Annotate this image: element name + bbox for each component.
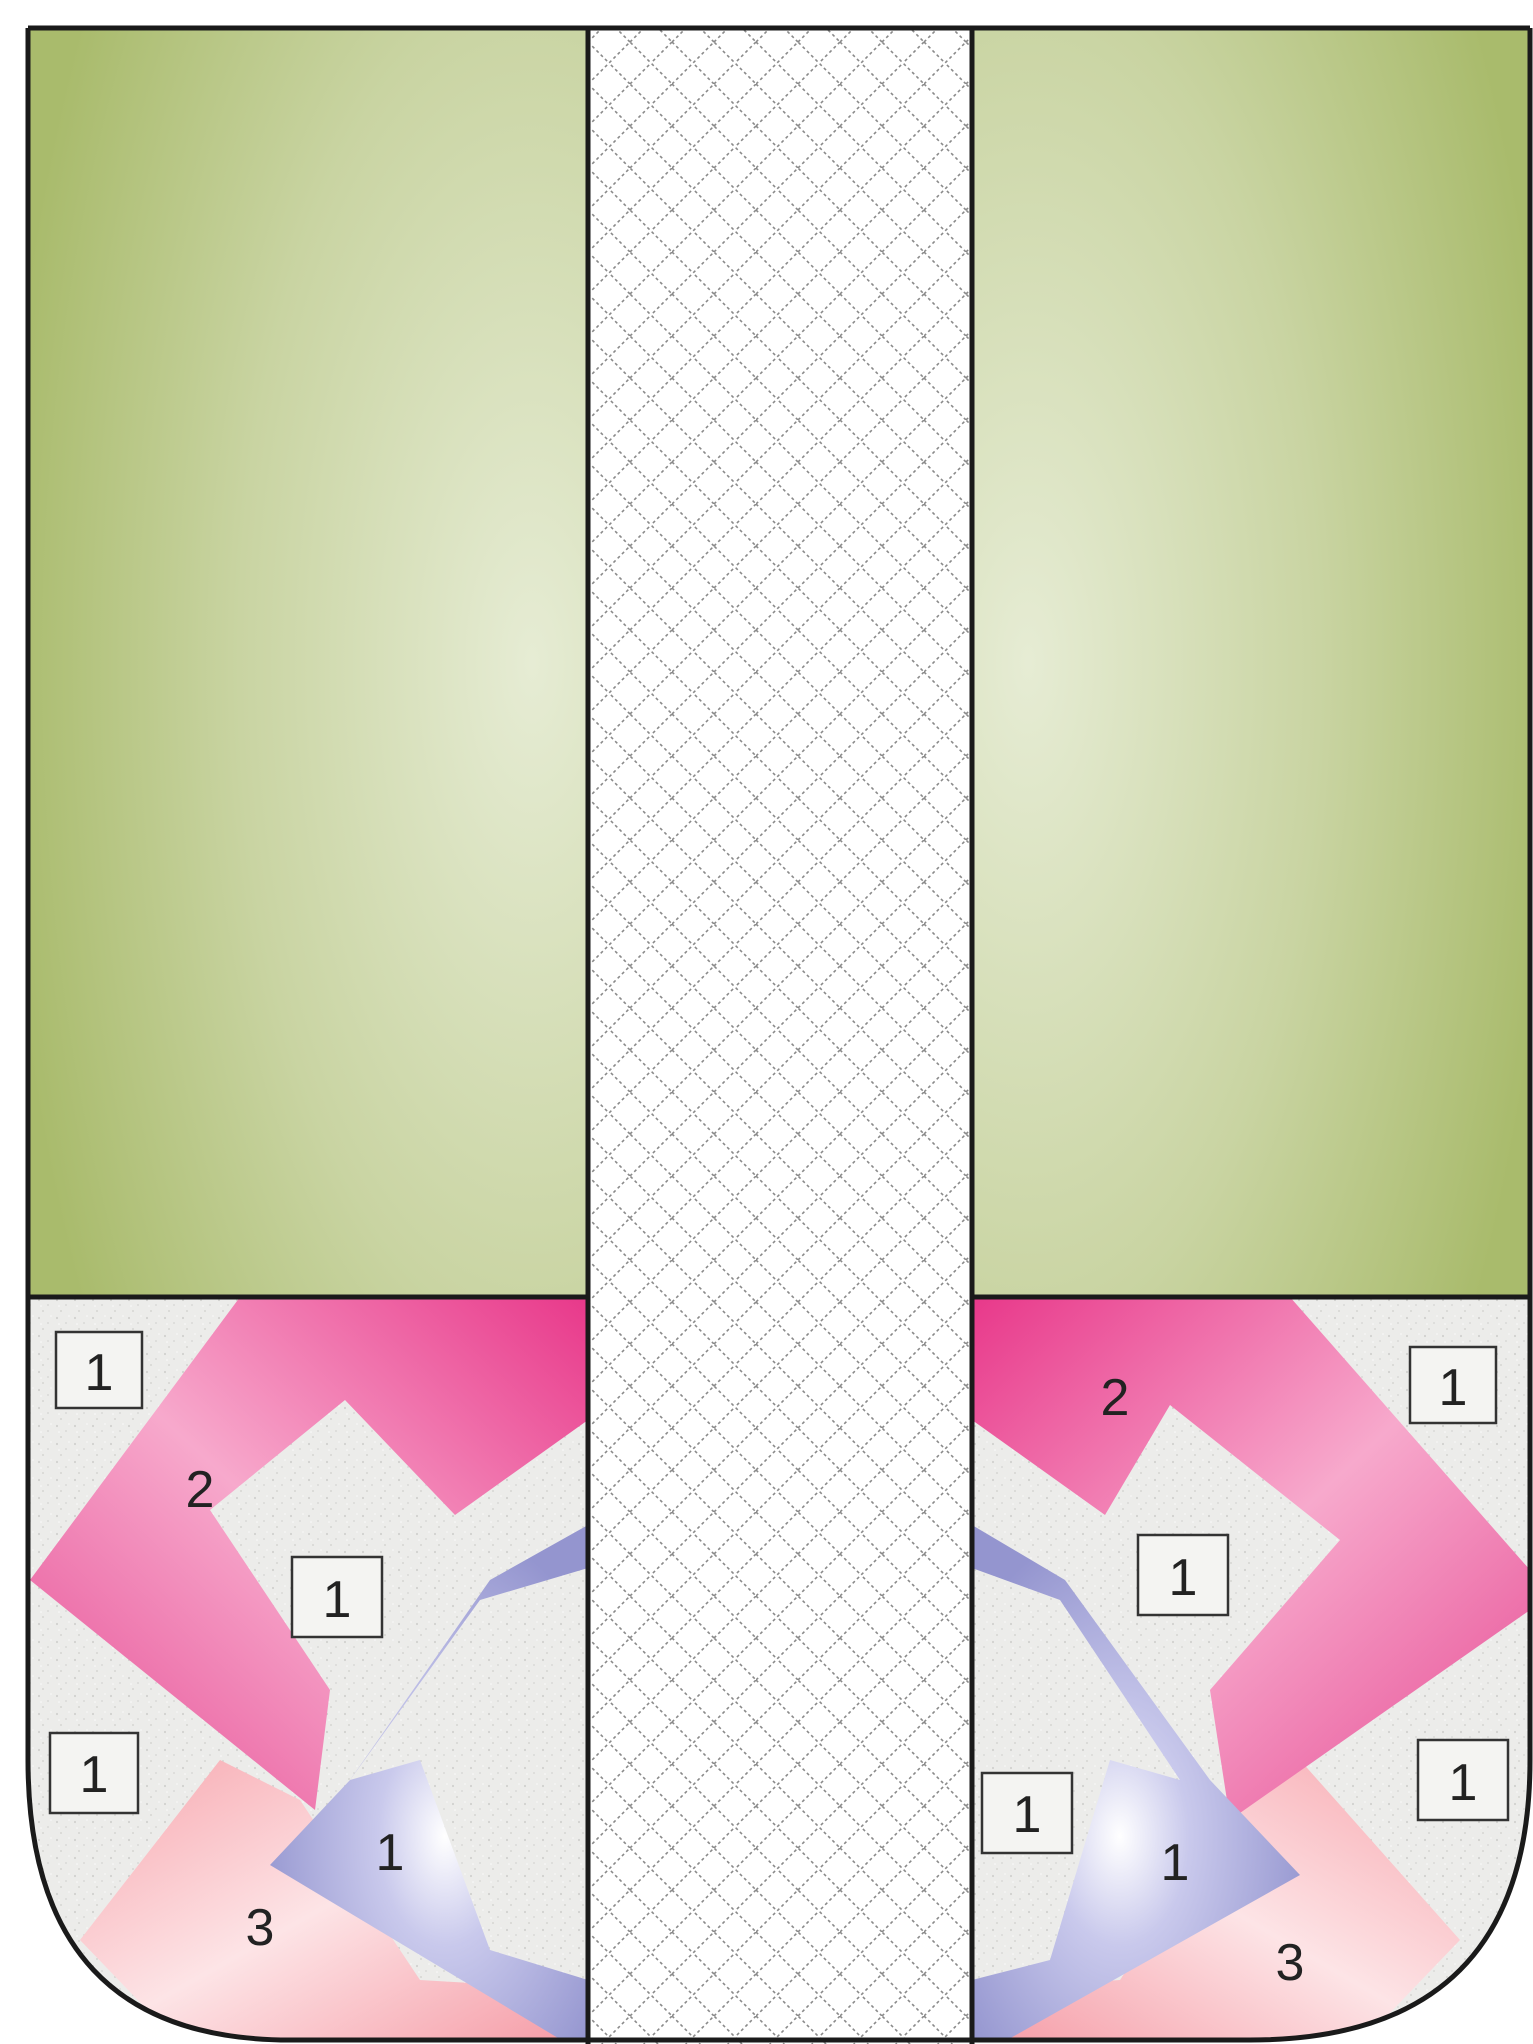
left-box-middle-label: 1 <box>323 1571 352 1629</box>
left-light-pink-zone-label: 3 <box>246 1899 275 1957</box>
right-box-lower-right-label: 1 <box>1449 1754 1478 1812</box>
left-box-lower-label: 1 <box>80 1746 109 1804</box>
center-herringbone-strip <box>588 28 972 2044</box>
right-box-middle-label: 1 <box>1169 1549 1198 1607</box>
left-pink-zone-label: 2 <box>186 1461 215 1519</box>
right-pink-zone-label: 2 <box>1101 1369 1130 1427</box>
right-lavender-zone-label: 1 <box>1161 1834 1190 1892</box>
right-box-lower-left-label: 1 <box>1013 1786 1042 1844</box>
left-box-top-label: 1 <box>85 1344 114 1402</box>
right-upper-field <box>972 28 1530 1297</box>
left-lavender-zone-label: 1 <box>376 1824 405 1882</box>
left-upper-field <box>28 28 588 1297</box>
right-light-pink-zone-label: 3 <box>1276 1934 1305 1992</box>
right-box-top-label: 1 <box>1439 1359 1468 1417</box>
